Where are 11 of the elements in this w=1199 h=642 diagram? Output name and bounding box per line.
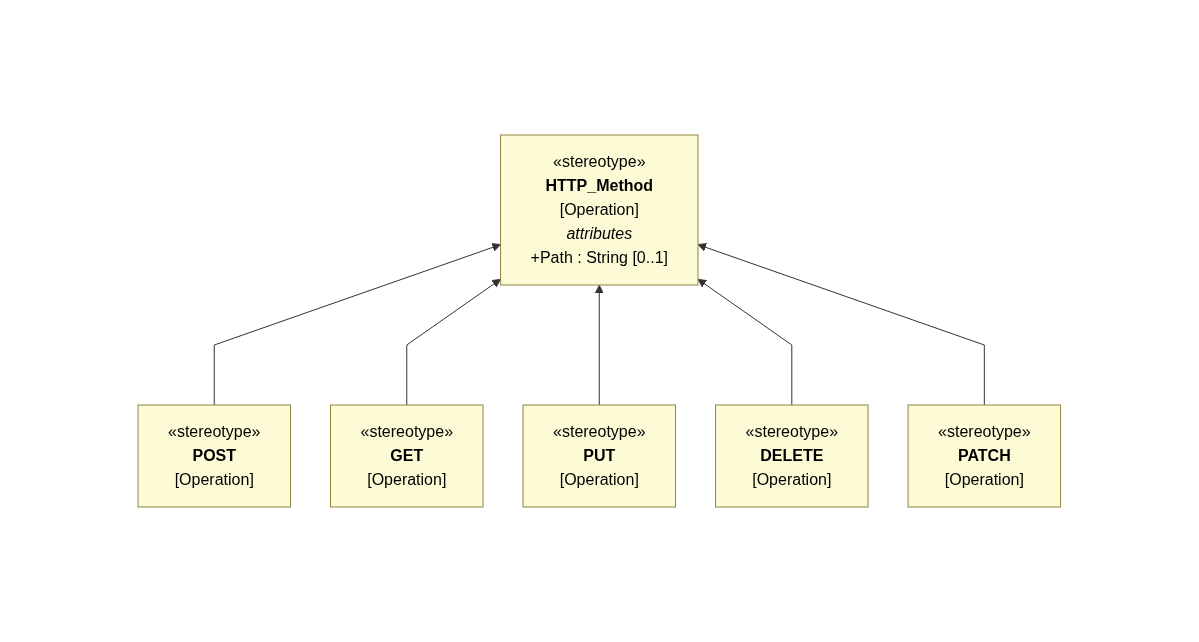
node-box: «stereotype» HTTP_Method [Operation] attributes +Path : String [0..1]	[500, 134, 699, 286]
arrow	[697, 278, 793, 406]
arrow	[406, 278, 502, 406]
node-box: «stereotype» GET [Operation]	[330, 404, 484, 508]
node-box: «stereotype» PUT [Operation]	[522, 404, 677, 508]
node-box: «stereotype» DELETE [Operation]	[715, 404, 869, 508]
node-box: «stereotype» POST [Operation]	[137, 404, 292, 508]
node-box: «stereotype» PATCH [Operation]	[907, 404, 1062, 508]
arrow	[697, 243, 985, 406]
arrow	[213, 243, 502, 406]
arrow	[595, 284, 604, 406]
